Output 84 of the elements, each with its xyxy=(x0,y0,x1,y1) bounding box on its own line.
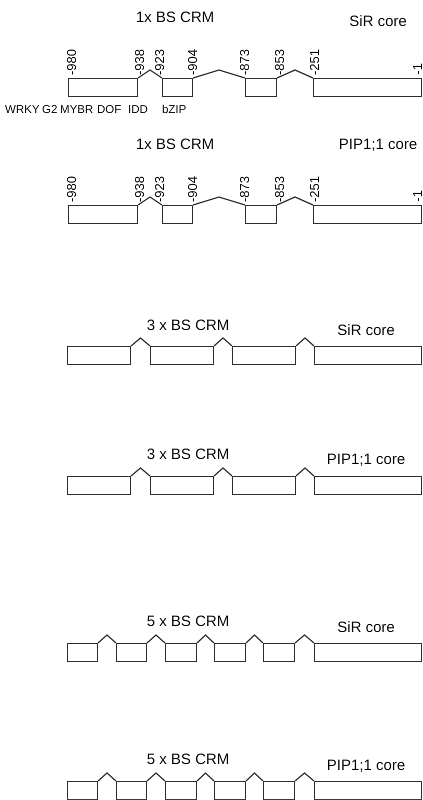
segment-box xyxy=(150,346,214,365)
intron-line xyxy=(196,772,214,782)
factor-label: G2 xyxy=(42,105,58,116)
segment-box xyxy=(165,781,197,800)
position-number: -1 xyxy=(411,63,423,75)
segment-box xyxy=(314,346,422,365)
segment-title: 3 x BS CRM xyxy=(146,318,230,333)
segment-box xyxy=(67,346,131,365)
factor-label: MYBR xyxy=(60,105,94,116)
segment-title: SiR core xyxy=(349,14,407,29)
factor-label: DOF xyxy=(97,105,122,116)
segment-box xyxy=(232,346,296,365)
segment-title: SiR core xyxy=(337,323,395,338)
segment-title: 1x BS CRM xyxy=(136,137,214,152)
segment-box xyxy=(314,781,422,800)
segment-box xyxy=(314,643,422,662)
intron-line xyxy=(98,634,116,644)
segment-title: PIP1;1 core xyxy=(326,758,406,773)
segment-box xyxy=(263,643,295,662)
segment-box xyxy=(68,205,138,224)
segment-box xyxy=(165,643,197,662)
segment-box xyxy=(214,781,246,800)
position-number: -923 xyxy=(153,176,166,202)
segment-box xyxy=(263,781,295,800)
segment-title: SiR core xyxy=(337,620,395,635)
segment-box xyxy=(150,476,214,495)
position-number: -853 xyxy=(273,176,286,202)
intron-line xyxy=(296,467,314,476)
position-number: -904 xyxy=(186,176,199,202)
intron-line xyxy=(130,467,150,476)
intron-line xyxy=(130,337,150,346)
factor-label: IDD xyxy=(128,105,148,116)
intron-line xyxy=(146,772,166,782)
segment-title: PIP1;1 core xyxy=(326,452,406,467)
segment-box xyxy=(67,476,131,495)
position-number: -923 xyxy=(153,48,166,75)
segment-box xyxy=(314,476,422,495)
position-number: -251 xyxy=(308,176,321,202)
segment-box xyxy=(313,78,422,97)
segment-box xyxy=(245,78,277,97)
intron-line xyxy=(138,196,162,206)
intron-line xyxy=(192,196,246,206)
intron-line xyxy=(214,337,232,346)
segment-box xyxy=(162,205,193,224)
segment-box xyxy=(232,476,296,495)
segment-title: PIP1;1 core xyxy=(338,137,418,152)
position-number: -251 xyxy=(308,48,321,75)
segment-box xyxy=(116,781,147,800)
position-number: -980 xyxy=(65,48,78,75)
intron-line xyxy=(192,69,246,79)
position-number: -873 xyxy=(238,48,251,75)
position-number: -904 xyxy=(186,48,199,75)
segment-box xyxy=(67,643,98,662)
intron-line xyxy=(276,196,314,206)
position-number: -873 xyxy=(238,176,251,202)
intron-line xyxy=(296,337,314,346)
position-number: -853 xyxy=(273,48,286,75)
segment-title: 3 x BS CRM xyxy=(146,447,230,462)
position-number: -980 xyxy=(65,176,78,202)
intron-line xyxy=(246,634,264,644)
intron-line xyxy=(196,634,214,644)
intron-line xyxy=(276,69,314,79)
segment-box xyxy=(162,78,193,97)
segment-title: 1x BS CRM xyxy=(136,10,214,25)
intron-line xyxy=(294,634,314,644)
intron-line xyxy=(294,772,314,782)
intron-line xyxy=(214,467,232,476)
segment-box xyxy=(313,205,422,224)
segment-box xyxy=(68,78,138,97)
segment-box xyxy=(245,205,277,224)
intron-line xyxy=(98,772,116,782)
factor-label: WRKY xyxy=(5,105,40,116)
segment-box xyxy=(116,643,147,662)
segment-box xyxy=(214,643,246,662)
position-number: -938 xyxy=(133,176,146,202)
factor-label: bZIP xyxy=(162,105,186,116)
intron-line xyxy=(138,69,162,79)
segment-title: 5 x BS CRM xyxy=(146,614,230,629)
position-number: -938 xyxy=(133,48,146,75)
segment-box xyxy=(67,781,98,800)
position-number: -1 xyxy=(411,190,423,202)
intron-line xyxy=(146,634,166,644)
segment-title: 5 x BS CRM xyxy=(146,752,230,767)
intron-line xyxy=(246,772,264,782)
